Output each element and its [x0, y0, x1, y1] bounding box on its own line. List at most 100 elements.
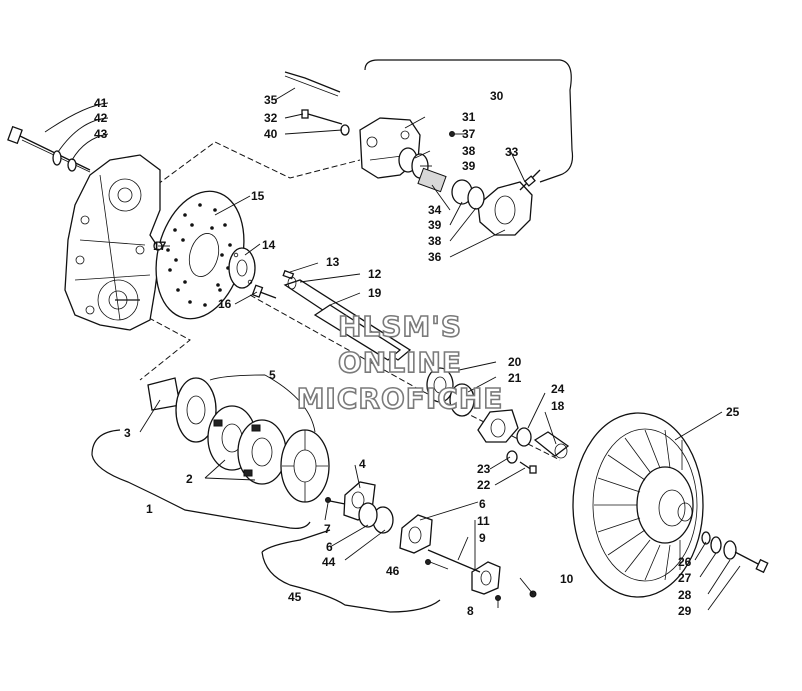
label-31: 31 — [462, 110, 476, 124]
label-38a: 38 — [462, 144, 476, 158]
label-43: 43 — [94, 127, 108, 141]
label-40: 40 — [264, 127, 278, 141]
label-28: 28 — [678, 588, 692, 602]
washer-28 — [723, 540, 737, 560]
bracket-30 — [364, 59, 574, 183]
label-5: 5 — [269, 368, 276, 382]
washer-23 — [506, 450, 518, 464]
bearing-6 — [358, 502, 378, 528]
label-18: 18 — [551, 399, 565, 413]
screw-16 — [251, 284, 277, 299]
brake-line-35 — [284, 71, 341, 93]
label-26: 26 — [678, 555, 692, 569]
screw-7 — [325, 497, 346, 505]
key-13 — [282, 269, 295, 280]
bracket-45 — [261, 529, 441, 613]
centerline-brake — [149, 141, 361, 191]
bolt-22 — [519, 461, 537, 474]
washer-24 — [516, 427, 532, 447]
label-42: 42 — [94, 111, 108, 125]
label-25: 25 — [726, 405, 740, 419]
label-29: 29 — [678, 604, 692, 618]
label-17: 17 — [153, 239, 167, 253]
label-21: 21 — [508, 371, 522, 385]
bolt-29 — [734, 551, 769, 574]
label-6a: 6 — [479, 497, 486, 511]
label-11: 11 — [477, 514, 490, 528]
clutch-sheave-5 — [280, 429, 330, 503]
label-2: 2 — [186, 472, 193, 486]
label-36: 36 — [428, 250, 442, 264]
label-1: 1 — [146, 502, 153, 516]
chaincase-housing — [64, 154, 161, 331]
watermark-line-2: ONLINE — [338, 346, 462, 379]
label-39b: 39 — [428, 218, 442, 232]
centerline-mainshaft — [249, 294, 561, 461]
label-45: 45 — [288, 590, 302, 604]
seal-39b — [467, 186, 485, 210]
label-37: 37 — [462, 127, 476, 141]
bearing-20 — [426, 367, 454, 403]
washer-26 — [701, 531, 711, 545]
centerline-chaincase — [124, 304, 191, 381]
label-12: 12 — [368, 267, 382, 281]
bearing-cap-21 — [477, 409, 519, 443]
brake-pad-34 — [417, 167, 447, 193]
label-9: 9 — [479, 531, 486, 545]
watermark-line-3: MICROFICHE — [297, 382, 504, 415]
watermark: HLSM'S ONLINE MICROFICHE — [296, 309, 504, 416]
screw-8 — [495, 595, 501, 601]
label-6b: 6 — [326, 540, 333, 554]
shaft-11 — [427, 549, 481, 573]
label-41: 41 — [94, 96, 108, 110]
label-20: 20 — [508, 355, 522, 369]
label-30: 30 — [490, 89, 504, 103]
screw-46 — [425, 559, 431, 565]
label-35: 35 — [264, 93, 278, 107]
label-34: 34 — [428, 203, 442, 217]
label-32: 32 — [264, 111, 278, 125]
driven-clutch-25 — [572, 412, 704, 598]
label-4: 4 — [359, 457, 366, 471]
clutch-sheave-3 — [147, 377, 217, 443]
watermark-line-1: HLSM'S — [338, 310, 462, 343]
label-22: 22 — [477, 478, 491, 492]
label-15: 15 — [251, 189, 265, 203]
caliper-half-36 — [477, 181, 533, 236]
label-39a: 39 — [462, 159, 476, 173]
label-13: 13 — [326, 255, 340, 269]
bolt-32 — [301, 109, 343, 125]
leader-lines — [44, 87, 741, 611]
nut-43 — [67, 158, 77, 172]
label-8: 8 — [467, 604, 474, 618]
sleeve-19 — [313, 304, 402, 361]
label-38b: 38 — [428, 234, 442, 248]
bleeder-33 — [519, 169, 541, 191]
flange-9 — [471, 561, 501, 595]
label-46: 46 — [386, 564, 400, 578]
brake-hub-14 — [228, 247, 256, 289]
washer-40 — [340, 124, 350, 136]
label-23: 23 — [477, 462, 491, 476]
label-7: 7 — [324, 522, 331, 536]
label-14: 14 — [262, 238, 276, 252]
spacer-18 — [533, 431, 570, 459]
label-19: 19 — [368, 286, 382, 300]
screw-37 — [449, 131, 455, 137]
label-24: 24 — [551, 382, 565, 396]
bolt-41 — [7, 125, 91, 173]
brake-disc-15 — [155, 190, 245, 320]
label-33: 33 — [505, 145, 519, 159]
washer-27 — [710, 536, 722, 554]
washer-42 — [52, 150, 62, 166]
bracket-1 — [91, 429, 311, 529]
label-44: 44 — [322, 555, 336, 569]
label-3: 3 — [124, 426, 131, 440]
clutch-rollers-2 — [207, 405, 287, 485]
part-labels: 41 42 43 15 14 17 16 13 12 19 35 32 40 3… — [94, 89, 740, 618]
label-10: 10 — [560, 572, 574, 586]
label-27: 27 — [678, 571, 692, 585]
flange-6 — [399, 514, 433, 554]
label-16: 16 — [218, 297, 232, 311]
